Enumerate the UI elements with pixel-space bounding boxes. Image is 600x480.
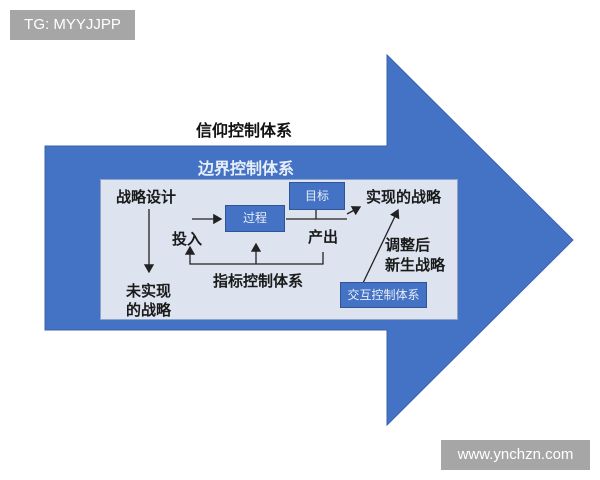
target-box: 目标 [289, 182, 345, 210]
unrealized-strategy-line1: 未实现 [126, 282, 172, 300]
unrealized-strategy-line2: 的战略 [126, 301, 172, 319]
interactive-control-box: 交互控制体系 [340, 282, 427, 308]
indicator-control-label: 指标控制体系 [213, 272, 304, 290]
adjusted-strategy-line1: 调整后 [385, 236, 431, 254]
process-box: 过程 [225, 205, 285, 232]
adjusted-strategy-line2: 新生战略 [385, 256, 446, 274]
output-label: 产出 [308, 228, 339, 246]
belief-control-title: 信仰控制体系 [196, 121, 293, 140]
boundary-control-title: 边界控制体系 [198, 159, 295, 178]
strategy-design-label: 战略设计 [116, 188, 177, 206]
watermark-bottom-right: www.ynchzn.com [441, 440, 590, 470]
input-label: 投入 [172, 230, 203, 248]
watermark-top-left: TG: MYYJJPP [10, 10, 135, 40]
realized-strategy-label: 实现的战略 [366, 188, 442, 206]
